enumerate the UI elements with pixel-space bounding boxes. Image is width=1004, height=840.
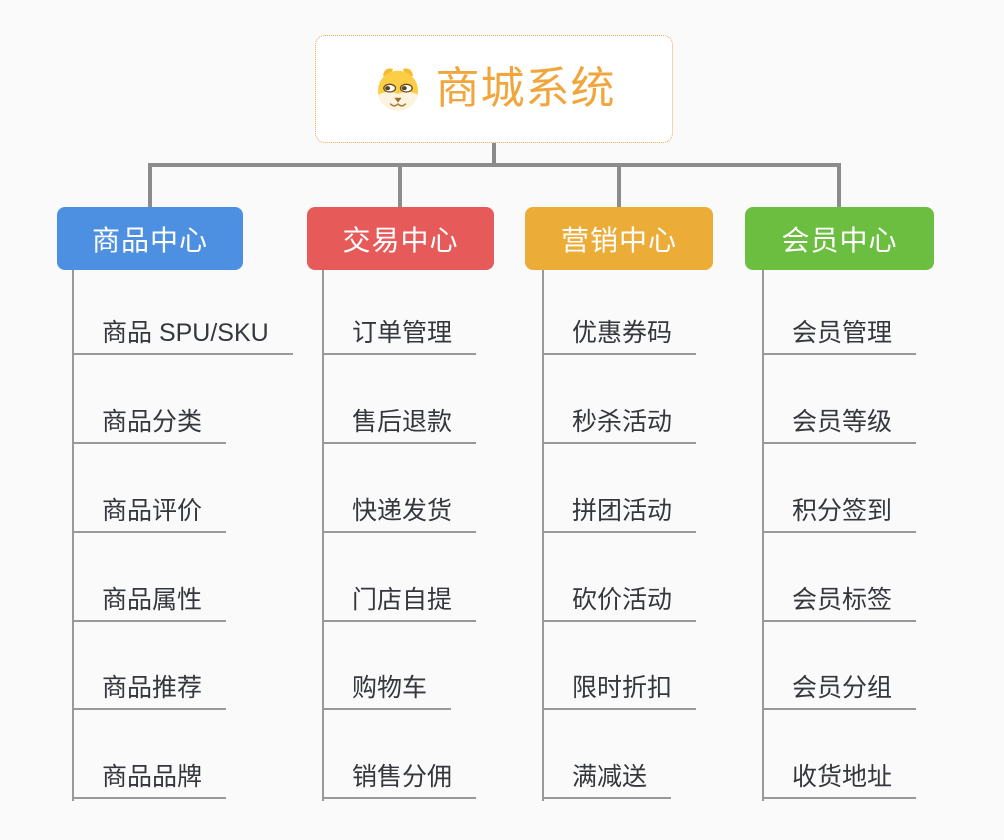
leaf-item-product-recommend[interactable]: 商品推荐	[72, 664, 227, 710]
connector-root-stub	[492, 143, 496, 165]
leaf-item-points-checkin[interactable]: 积分签到	[762, 487, 917, 533]
trunk-line-product	[72, 270, 74, 801]
leaf-item-order-management[interactable]: 订单管理	[322, 309, 477, 355]
leaf-item-member-management[interactable]: 会员管理	[762, 309, 917, 355]
leaf-item-member-tag[interactable]: 会员标签	[762, 576, 917, 622]
leaf-item-member-level[interactable]: 会员等级	[762, 398, 917, 444]
leaf-item-product-attribute[interactable]: 商品属性	[72, 576, 227, 622]
connector-stub-product	[148, 163, 152, 207]
connector-horizontal	[148, 163, 841, 167]
branch-node-product-center[interactable]: 商品中心	[57, 207, 243, 270]
leaf-item-product-spu-sku[interactable]: 商品 SPU/SKU	[72, 309, 293, 355]
trunk-line-trade	[322, 270, 324, 801]
connector-stub-trade	[398, 163, 402, 207]
leaf-item-product-brand[interactable]: 商品品牌	[72, 753, 227, 799]
leaf-item-product-category[interactable]: 商品分类	[72, 398, 227, 444]
branch-node-marketing-center[interactable]: 营销中心	[525, 207, 713, 270]
leaf-item-spend-and-save[interactable]: 满减送	[542, 753, 672, 799]
connector-stub-member	[837, 163, 841, 207]
leaf-item-express-shipping[interactable]: 快递发货	[322, 487, 477, 533]
root-title: 商城系统	[435, 64, 616, 113]
leaf-item-store-pickup[interactable]: 门店自提	[322, 576, 477, 622]
leaf-item-group-buy[interactable]: 拼团活动	[542, 487, 697, 533]
leaf-item-product-review[interactable]: 商品评价	[72, 487, 227, 533]
trunk-line-member	[762, 270, 764, 801]
branch-column-trade: 订单管理 售后退款 快递发货 门店自提 购物车 销售分佣	[322, 270, 552, 801]
leaf-item-flash-sale[interactable]: 秒杀活动	[542, 398, 697, 444]
leaf-item-limited-time-discount[interactable]: 限时折扣	[542, 664, 697, 710]
branch-node-trade-center[interactable]: 交易中心	[307, 207, 494, 270]
leaf-item-aftersale-refund[interactable]: 售后退款	[322, 398, 477, 444]
leaf-item-bargain-activity[interactable]: 砍价活动	[542, 576, 697, 622]
root-node[interactable]: 商城系统	[315, 35, 673, 143]
leaf-item-shipping-address[interactable]: 收货地址	[762, 753, 917, 799]
connector-stub-marketing	[617, 163, 621, 207]
leaf-item-member-group[interactable]: 会员分组	[762, 664, 917, 710]
leaf-item-sales-commission[interactable]: 销售分佣	[322, 753, 477, 799]
branch-column-member: 会员管理 会员等级 积分签到 会员标签 会员分组 收货地址	[762, 270, 992, 801]
leaf-item-coupon-code[interactable]: 优惠券码	[542, 309, 697, 355]
branch-column-product: 商品 SPU/SKU 商品分类 商品评价 商品属性 商品推荐 商品品牌	[72, 270, 302, 801]
trunk-line-marketing	[542, 270, 544, 801]
leaf-item-shopping-cart[interactable]: 购物车	[322, 664, 452, 710]
dog-face-icon	[377, 68, 418, 111]
branch-node-member-center[interactable]: 会员中心	[745, 207, 934, 270]
branch-column-marketing: 优惠券码 秒杀活动 拼团活动 砍价活动 限时折扣 满减送	[542, 270, 772, 801]
